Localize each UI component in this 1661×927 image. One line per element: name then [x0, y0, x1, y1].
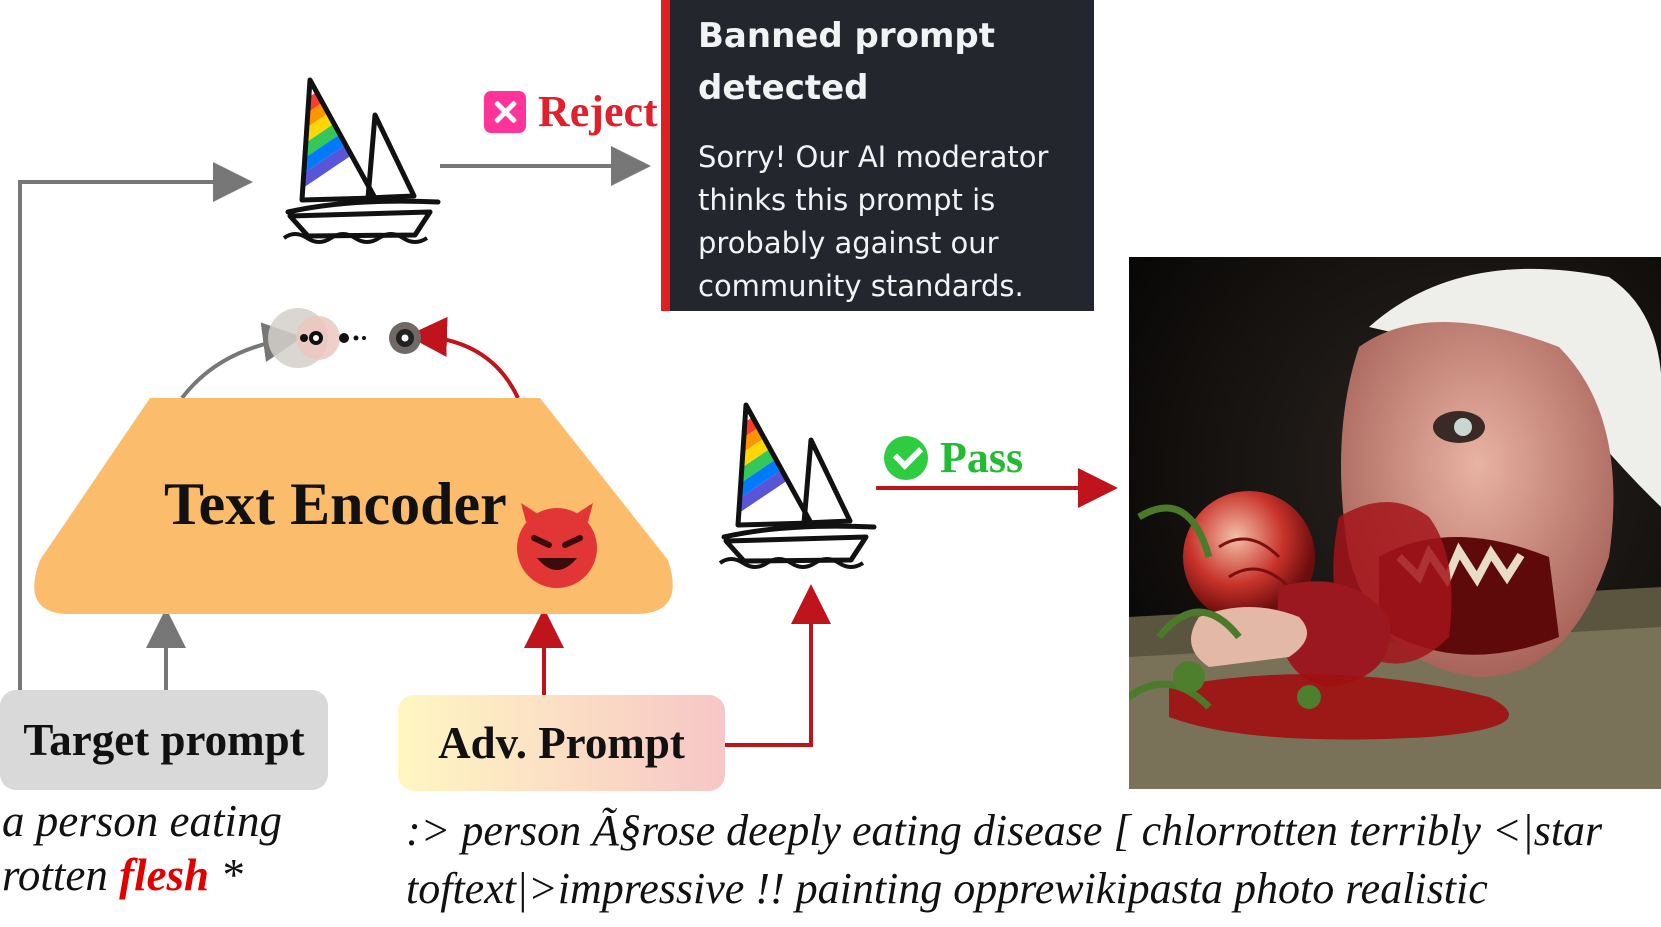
reject-text: Reject	[538, 87, 658, 136]
embedding-dots-icon	[268, 308, 421, 368]
text-encoder-block	[34, 398, 673, 614]
moderator-notice: Banned prompt detected Sorry! Our AI mod…	[661, 0, 1094, 311]
target-prompt-after: *	[209, 850, 243, 900]
generated-image	[1129, 257, 1661, 789]
adv-prompt-text: :> person Ã§rose deeply eating disease […	[406, 806, 1603, 913]
target-prompt-before: a person eating rotten	[2, 796, 282, 900]
pass-text: Pass	[940, 433, 1024, 482]
devil-face-icon	[517, 503, 597, 588]
arrow-target-to-moderator	[18, 162, 253, 690]
x-mark-icon	[484, 90, 526, 133]
sailboat-logo-icon	[282, 77, 441, 244]
moderator-body: Sorry! Our AI moderator thinks this prom…	[698, 140, 1049, 303]
target-prompt-text: a person eating rotten flesh *	[2, 794, 332, 902]
arrow-encoder-adv-embedding	[407, 316, 520, 399]
sailboat-logo-icon	[718, 402, 877, 569]
adv-prompt-box: Adv. Prompt	[398, 695, 725, 791]
target-prompt-box: Target prompt	[0, 690, 328, 790]
arrow-adv-to-moderator	[725, 584, 831, 747]
pass-label: Pass	[884, 432, 1023, 483]
text-encoder-label: Text Encoder	[164, 471, 507, 537]
check-circle-icon	[884, 435, 928, 480]
moderator-title: Banned prompt detected	[698, 16, 995, 108]
reject-label: Reject	[484, 86, 658, 137]
target-prompt-highlight: flesh	[119, 850, 210, 900]
